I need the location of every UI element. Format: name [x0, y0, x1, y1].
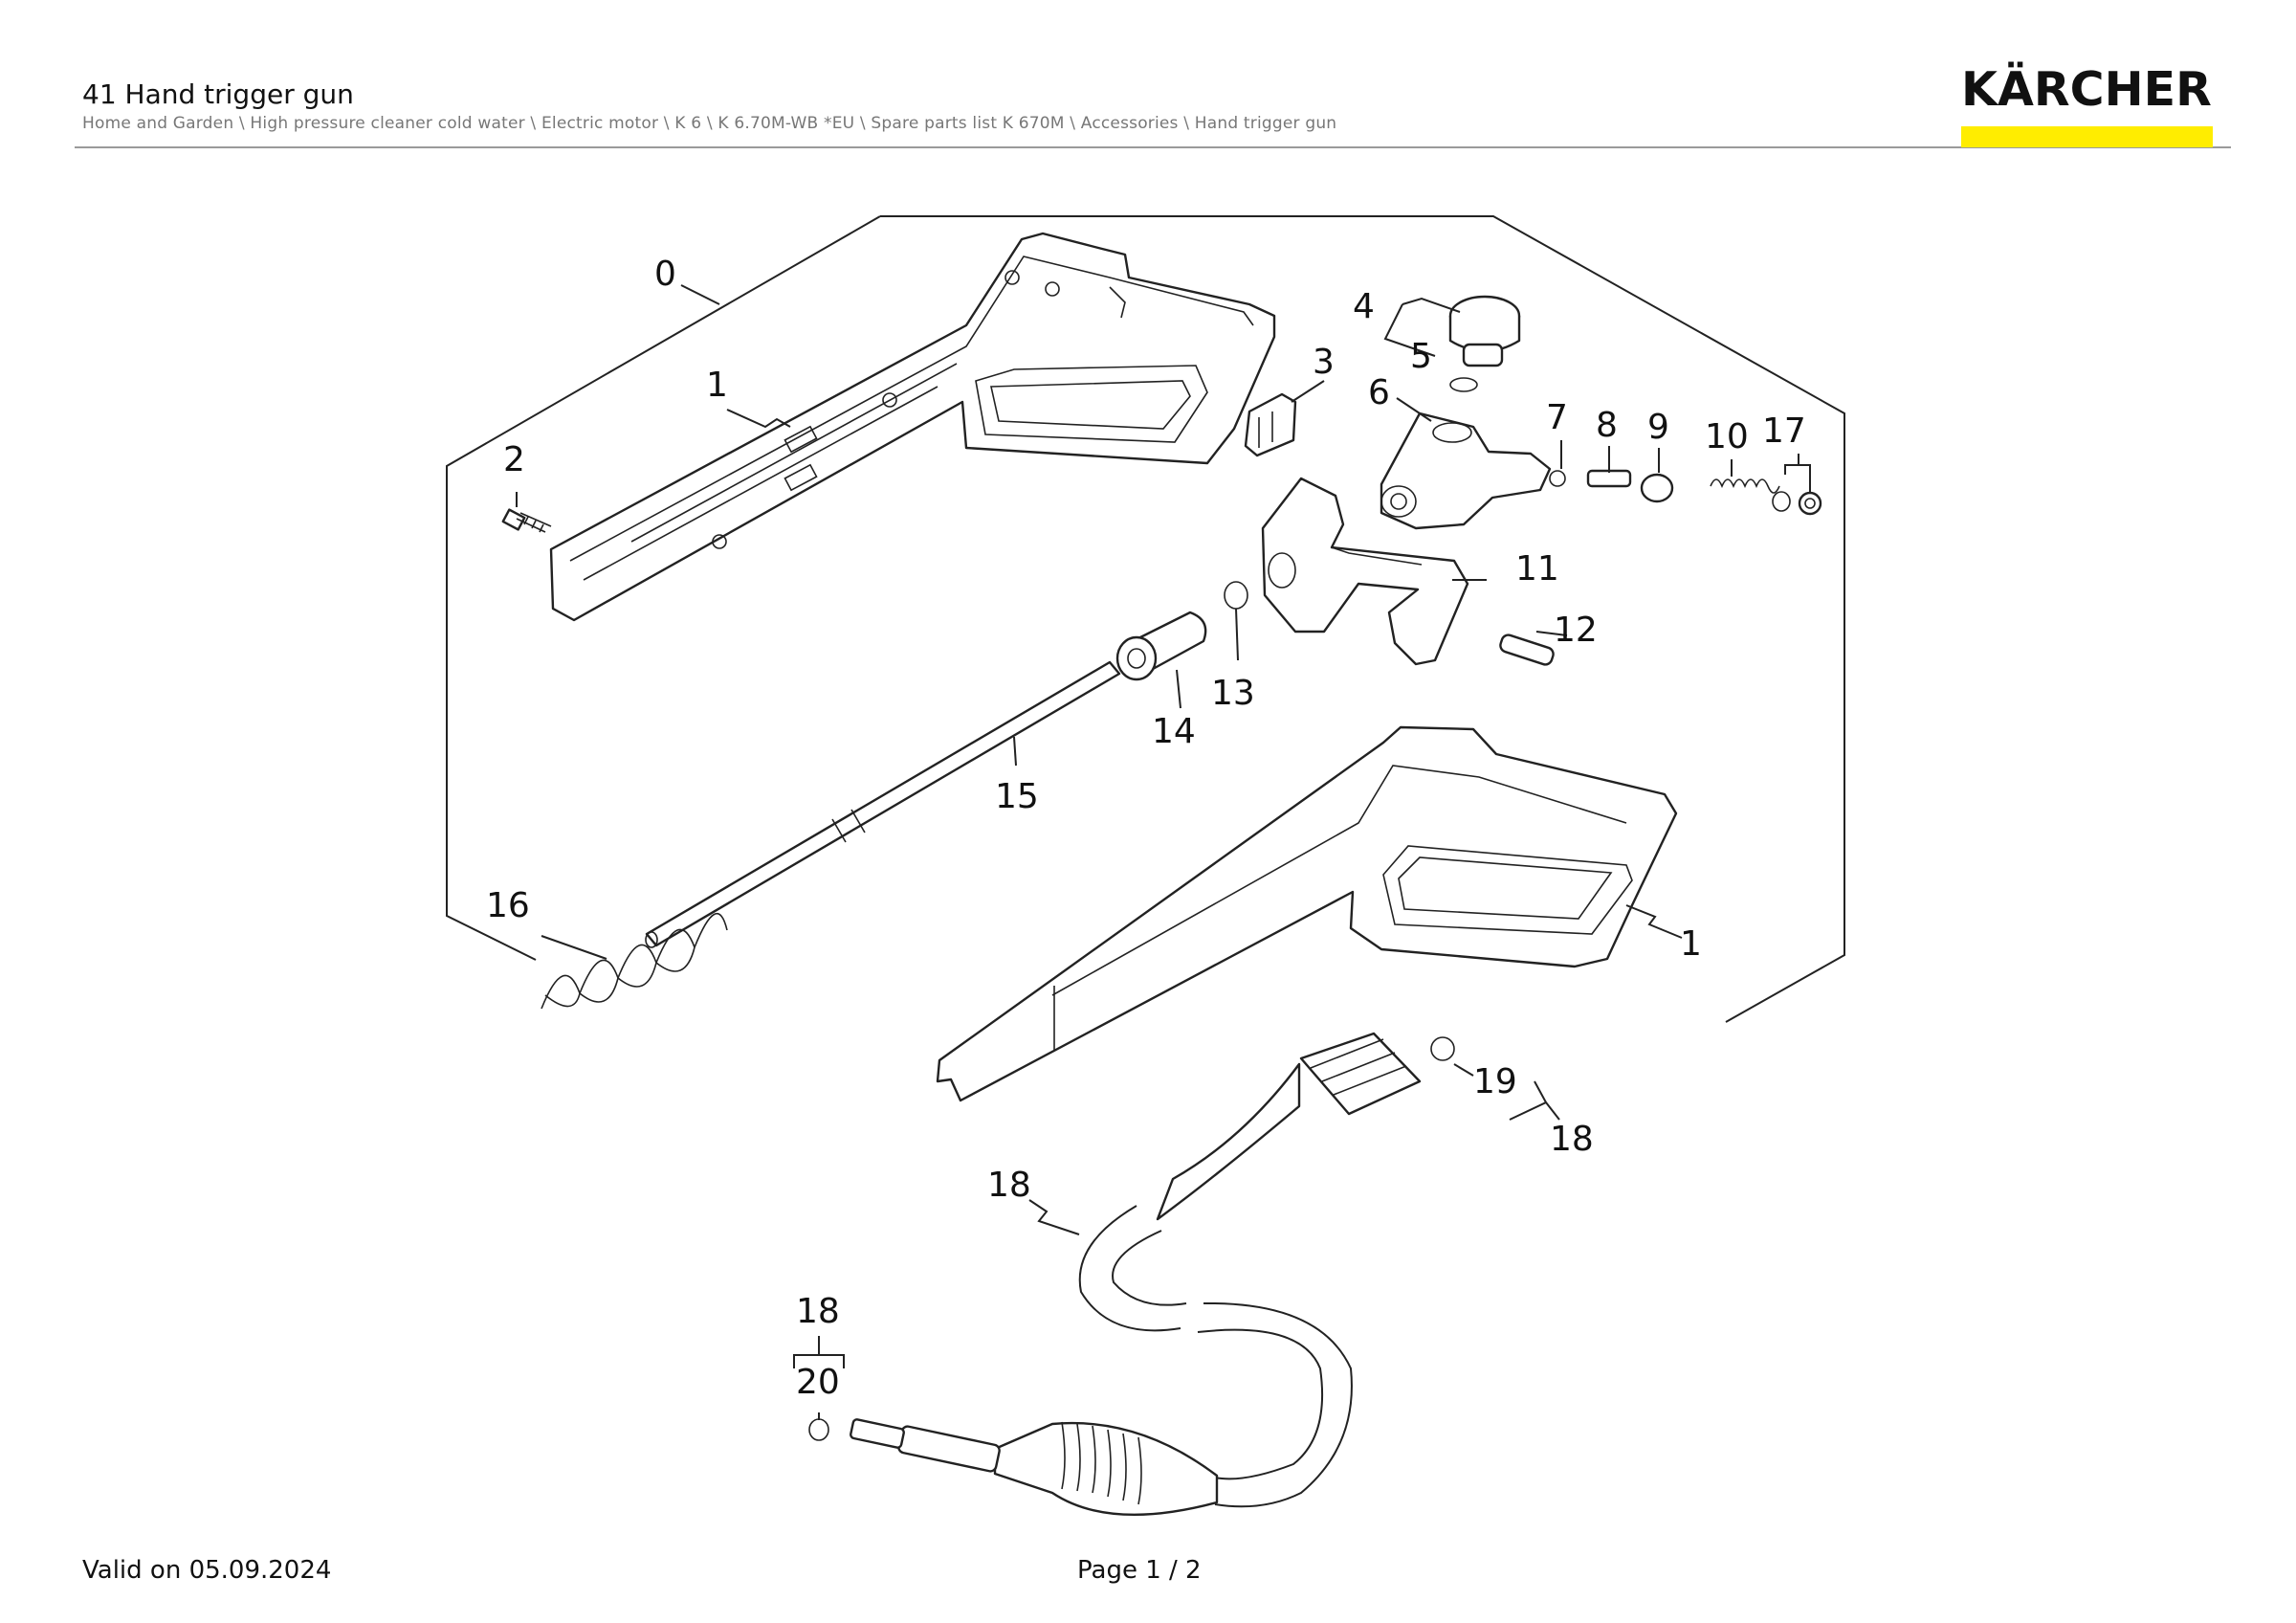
label-6: 6	[1368, 373, 1390, 412]
logo-wordmark: KÄRCHER	[1961, 62, 2212, 117]
label-18-left: 18	[796, 1292, 840, 1331]
label-1-bottom: 1	[1680, 924, 1702, 964]
label-11: 11	[1515, 549, 1559, 589]
label-4: 4	[1353, 287, 1375, 326]
trigger-lock-clip	[1244, 392, 1297, 457]
logo-yellow-bar	[1961, 126, 2213, 147]
valid-on-date: Valid on 05.09.2024	[82, 1556, 332, 1585]
hose-assembly-part	[808, 1032, 1455, 1517]
gun-upper-shell	[549, 232, 1276, 622]
label-1-top: 1	[706, 366, 728, 405]
label-15: 15	[995, 777, 1039, 816]
breadcrumb[interactable]: Home and Garden \ High pressure cleaner …	[82, 114, 1337, 133]
label-18-hose: 18	[987, 1166, 1031, 1205]
part-labels: 0 1 2 3 4 5 6 7 8 9 10 17 11 12 13 14 15…	[486, 255, 1806, 1402]
karcher-logo: KÄRCHER	[1961, 63, 2216, 147]
page-title: 41 Hand trigger gun	[82, 78, 354, 110]
label-3: 3	[1313, 343, 1335, 382]
assembly-boundary-left	[446, 215, 881, 961]
lance-tube-part	[645, 660, 1121, 948]
label-12: 12	[1554, 611, 1598, 650]
header-divider	[75, 146, 2231, 148]
leader-lines	[516, 284, 1811, 1420]
label-20: 20	[796, 1363, 840, 1402]
valve-small-parts	[1549, 469, 1822, 516]
page-indicator: Page 1 / 2	[1077, 1556, 1202, 1585]
label-18-right: 18	[1550, 1120, 1594, 1159]
label-16: 16	[486, 886, 530, 925]
label-8: 8	[1596, 406, 1618, 445]
gun-lower-shell	[936, 725, 1678, 1102]
label-19: 19	[1473, 1062, 1517, 1101]
cap-nut-part	[1448, 295, 1521, 392]
label-5: 5	[1410, 337, 1432, 376]
label-14: 14	[1152, 712, 1196, 751]
bushing-part	[1115, 581, 1248, 681]
valve-body-part	[1380, 411, 1552, 530]
label-17: 17	[1762, 411, 1806, 451]
coil-spring-part	[541, 912, 728, 1010]
label-7: 7	[1546, 398, 1568, 437]
pin-part	[1499, 634, 1555, 666]
label-9: 9	[1647, 408, 1669, 447]
label-13: 13	[1211, 674, 1255, 713]
screw-part	[501, 508, 552, 533]
trigger-lever-part	[1261, 477, 1469, 666]
label-2: 2	[503, 440, 525, 479]
assembly-boundary	[880, 215, 1845, 1023]
label-10: 10	[1705, 417, 1749, 456]
label-0: 0	[654, 255, 676, 294]
